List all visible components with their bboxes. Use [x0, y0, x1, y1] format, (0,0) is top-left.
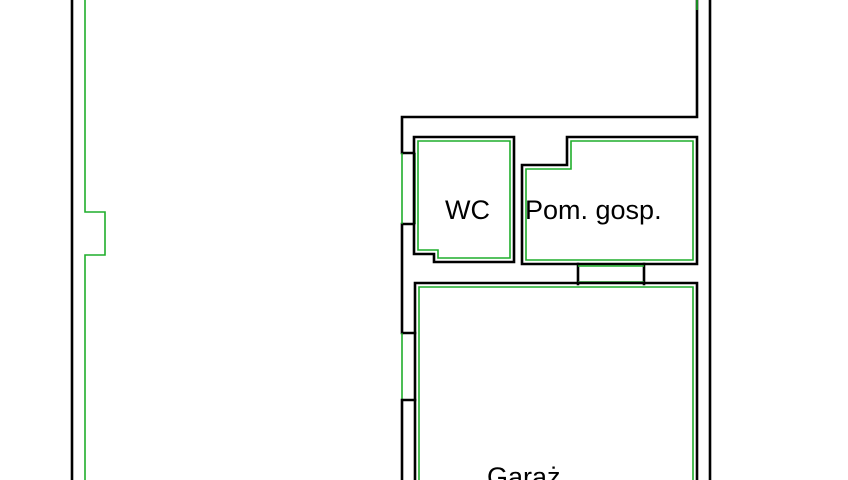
- room-utility: [520, 135, 699, 266]
- upper-right-wall: [400, 0, 699, 155]
- room-label-wc: WC: [445, 195, 490, 225]
- corridor-opening-lower: [401, 333, 416, 400]
- wc-door-step: [402, 151, 416, 226]
- wc-walls: [412, 135, 516, 264]
- room-garage: [402, 281, 699, 480]
- utility-walls: [520, 135, 699, 266]
- garage-walls: [413, 281, 699, 480]
- garage-inner: [418, 286, 694, 480]
- passage-opening: [578, 265, 644, 283]
- room-wc: [402, 135, 516, 264]
- outer-walls: [70, 0, 712, 480]
- room-label-garage: Garaż: [487, 462, 561, 480]
- utility-garage-passage: [576, 262, 646, 286]
- garage-door-step: [402, 331, 417, 402]
- inner-lines: [84, 0, 698, 480]
- room-label-utility: Pom. gosp.: [525, 195, 662, 225]
- utility-inner: [525, 140, 694, 261]
- left-inner-line: [84, 0, 106, 480]
- wc-inner: [417, 140, 511, 259]
